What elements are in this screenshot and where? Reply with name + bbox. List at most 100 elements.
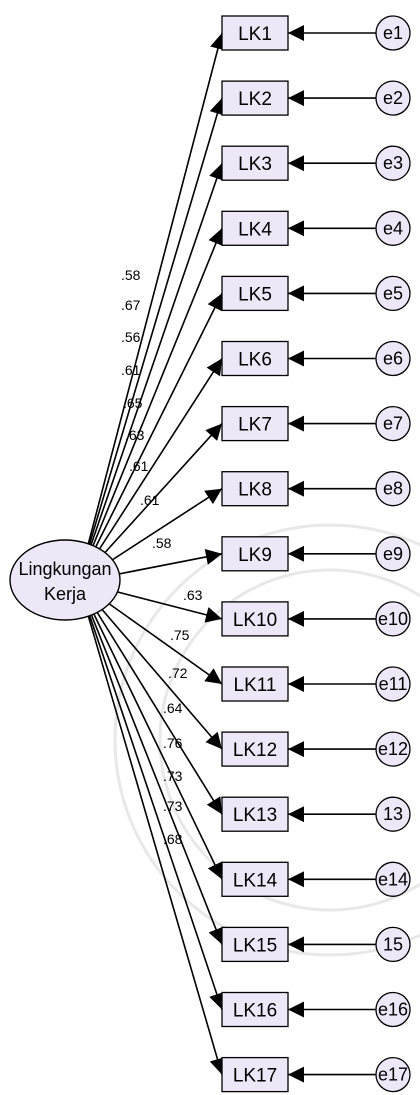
loading-arrows bbox=[87, 32, 226, 1075]
loading-value: .63 bbox=[125, 427, 145, 443]
error-term-label: e11 bbox=[379, 674, 408, 694]
loading-arrow bbox=[87, 592, 223, 750]
error-term-circle[interactable] bbox=[375, 80, 411, 116]
error-term-circle[interactable] bbox=[375, 991, 411, 1028]
error-term-circle[interactable] bbox=[375, 145, 411, 181]
error-term-label: e12 bbox=[378, 739, 408, 759]
error-term-circle[interactable] bbox=[375, 15, 411, 51]
loading-value: .58 bbox=[121, 267, 141, 283]
loading-value: .61 bbox=[129, 458, 149, 474]
loading-value: .75 bbox=[170, 627, 190, 643]
error-term-circle[interactable] bbox=[375, 731, 411, 767]
error-term-label: e8 bbox=[383, 479, 403, 499]
loading-arrow bbox=[87, 162, 225, 555]
loading-arrow bbox=[87, 97, 226, 550]
indicator-label: LK16 bbox=[233, 1001, 277, 1022]
latent-label-line1: Lingkungan bbox=[18, 559, 111, 579]
indicator-label: LK14 bbox=[233, 870, 278, 891]
loading-value: .65 bbox=[123, 395, 143, 411]
loading-value: .58 bbox=[152, 535, 172, 551]
loading-arrow bbox=[87, 32, 226, 546]
error-term-label: e4 bbox=[383, 218, 403, 238]
latent-ellipse[interactable] bbox=[9, 539, 121, 621]
error-term-circle[interactable] bbox=[375, 340, 411, 377]
indicator-label: LK4 bbox=[238, 219, 272, 240]
error-term-circle[interactable] bbox=[375, 601, 411, 637]
error-term-label: e6 bbox=[383, 349, 403, 369]
loading-arrow bbox=[87, 597, 223, 815]
indicator-label: LK7 bbox=[238, 415, 272, 436]
indicator-label: LK6 bbox=[238, 350, 272, 371]
indicator-label: LK15 bbox=[233, 935, 277, 956]
loading-value: .64 bbox=[163, 700, 183, 716]
error-term-label: e3 bbox=[383, 153, 403, 173]
loading-value: .72 bbox=[168, 665, 188, 681]
error-term-label: e17 bbox=[378, 1065, 408, 1085]
error-term-circle[interactable] bbox=[375, 471, 411, 507]
error-term-circle[interactable] bbox=[375, 405, 411, 442]
indicator-box[interactable] bbox=[221, 666, 289, 702]
error-term-label: e5 bbox=[383, 283, 403, 303]
indicator-label: LK1 bbox=[238, 24, 272, 45]
error-term-label: 13 bbox=[383, 804, 403, 824]
loading-arrow bbox=[87, 614, 226, 1075]
error-term-label: e2 bbox=[383, 88, 403, 108]
error-term-circle[interactable] bbox=[375, 926, 411, 963]
indicator-box[interactable] bbox=[221, 275, 289, 312]
loading-value: .76 bbox=[163, 735, 183, 751]
error-term-label: 15 bbox=[383, 934, 403, 954]
loading-value: .73 bbox=[163, 768, 183, 784]
indicator-label: LK2 bbox=[238, 89, 272, 110]
error-term-circle[interactable] bbox=[375, 666, 411, 702]
indicator-boxes: LK1LK2LK3LK4LK5LK6LK7LK8LK9LK10LK11LK12L… bbox=[221, 15, 289, 1093]
indicator-box[interactable] bbox=[221, 796, 289, 832]
indicator-box[interactable] bbox=[221, 926, 289, 963]
loading-value: .61 bbox=[140, 492, 160, 508]
error-term-circle[interactable] bbox=[375, 1056, 411, 1093]
latent-label-line2: Kerja bbox=[44, 584, 87, 604]
loading-arrow bbox=[87, 605, 224, 945]
loading-arrow bbox=[87, 358, 223, 568]
loading-value: .63 bbox=[183, 587, 203, 603]
error-term-label: e14 bbox=[378, 869, 408, 889]
indicator-box[interactable] bbox=[221, 80, 289, 116]
latent-variable[interactable]: Lingkungan Kerja bbox=[9, 539, 121, 621]
indicator-label: LK9 bbox=[238, 545, 272, 566]
indicator-box[interactable] bbox=[221, 471, 289, 507]
indicator-label: LK8 bbox=[238, 480, 272, 501]
loading-arrow bbox=[87, 601, 223, 880]
indicator-box[interactable] bbox=[221, 731, 289, 767]
indicator-box[interactable] bbox=[221, 15, 289, 51]
indicator-box[interactable] bbox=[221, 405, 289, 442]
indicator-label: LK5 bbox=[238, 284, 272, 305]
indicator-box[interactable] bbox=[221, 1056, 289, 1093]
loading-arrow bbox=[87, 588, 223, 685]
error-term-circle[interactable] bbox=[375, 861, 411, 897]
indicator-box[interactable] bbox=[221, 536, 289, 572]
indicator-label: LK3 bbox=[238, 154, 272, 175]
indicator-box[interactable] bbox=[221, 145, 289, 181]
error-term-circle[interactable] bbox=[375, 796, 411, 832]
error-term-circle[interactable] bbox=[375, 210, 411, 246]
indicator-label: LK10 bbox=[233, 610, 277, 631]
indicator-label: LK11 bbox=[234, 675, 277, 696]
error-term-circle[interactable] bbox=[375, 275, 411, 312]
loading-arrow bbox=[87, 293, 223, 563]
indicator-box[interactable] bbox=[221, 991, 289, 1028]
loading-value: .61 bbox=[121, 362, 141, 378]
indicator-box[interactable] bbox=[221, 210, 289, 246]
loading-arrow bbox=[87, 610, 225, 1010]
indicator-box[interactable] bbox=[221, 861, 289, 897]
loading-arrow bbox=[87, 423, 223, 572]
indicator-box[interactable] bbox=[221, 340, 289, 377]
loading-value: .56 bbox=[121, 329, 141, 345]
indicator-box[interactable] bbox=[221, 601, 289, 637]
loading-value: .73 bbox=[163, 798, 183, 814]
error-term-label: e10 bbox=[378, 609, 408, 629]
error-term-circle[interactable] bbox=[375, 536, 411, 572]
indicator-label: LK12 bbox=[233, 740, 277, 761]
error-term-label: e7 bbox=[383, 414, 403, 434]
loading-labels: .58.67.56.61.65.63.61.61.58.63.75.72.64.… bbox=[121, 267, 203, 847]
